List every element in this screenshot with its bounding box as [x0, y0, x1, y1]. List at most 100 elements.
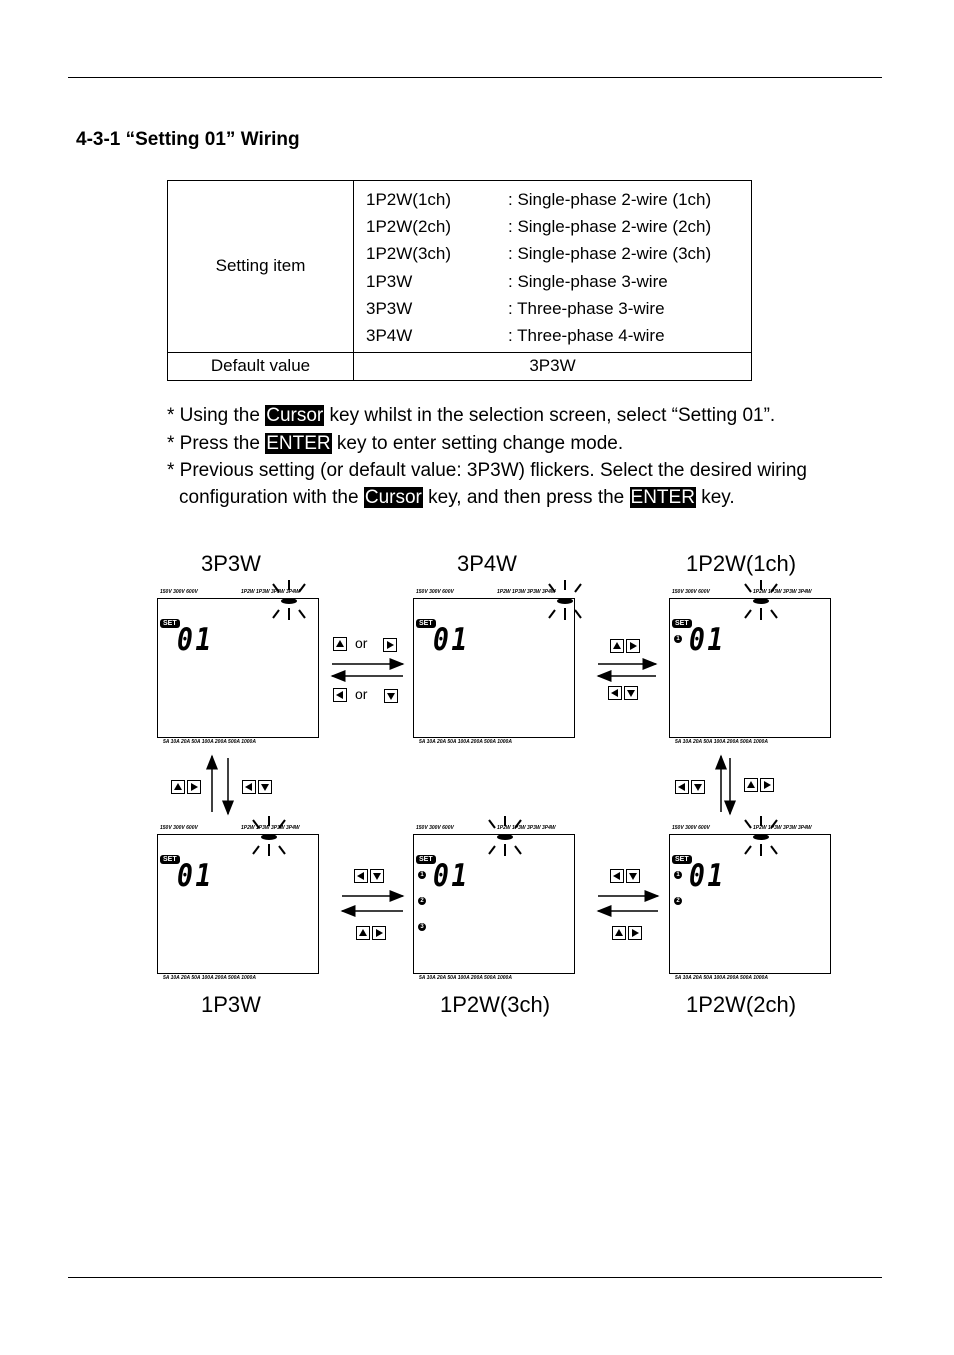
channel-3-indicator: 3 — [418, 923, 426, 931]
setting-options: 1P2W(1ch) : Single-phase 2-wire (1ch) 1P2… — [353, 180, 752, 353]
left-key-icon — [242, 780, 256, 794]
key-group-left — [333, 688, 347, 702]
voltage-scale: 150V 300V 600V — [416, 589, 454, 595]
lcd-1p2w-2ch: 150V 300V 600V 1P2W 1P3W 3P3W 3P4W SET 1… — [669, 816, 831, 984]
mode-label-1p3w: 1P3W — [201, 992, 261, 1017]
lcd-screen — [413, 598, 575, 738]
lcd-digits: 01 — [177, 622, 214, 658]
lcd-digits: 01 — [177, 858, 214, 894]
key-group-up-right — [356, 926, 386, 940]
key-group-left-down — [608, 686, 638, 700]
enter-key-label: ENTER — [629, 487, 696, 508]
option-desc: : Single-phase 2-wire (1ch) — [508, 189, 712, 209]
option-row: 3P4W : Three-phase 4-wire — [366, 322, 751, 349]
lcd-digits: 01 — [689, 858, 726, 894]
channel-1-indicator: 1 — [674, 635, 682, 643]
right-key-icon — [628, 926, 642, 940]
lcd-screen — [157, 834, 319, 974]
up-key-icon — [356, 926, 370, 940]
mode-label-3p3w: 3P3W — [201, 551, 261, 576]
channel-1-indicator: 1 — [674, 871, 682, 879]
option-code: 3P3W — [366, 298, 413, 318]
current-scale: 5A 10A 20A 50A 100A 200A 500A 1000A — [675, 739, 768, 745]
down-key-icon — [626, 869, 640, 883]
lcd-3p4w: 150V 300V 600V 1P2W 1P3W 3P3W 3P4W SET 0… — [413, 580, 582, 748]
set-badge: SET — [160, 855, 180, 864]
right-key-icon — [187, 780, 201, 794]
down-key-icon — [624, 686, 638, 700]
left-key-icon — [675, 780, 689, 794]
mode-label-1p2w-3ch: 1P2W(3ch) — [440, 992, 551, 1017]
option-desc: : Three-phase 3-wire — [508, 298, 665, 318]
lcd-3p3w: 150V 300V 600V 1P2W 1P3W 3P3W 3P4W SET 0… — [157, 580, 319, 748]
up-key-icon — [171, 780, 185, 794]
lcd-1p2w-1ch: 150V 300V 600V 1P2W 1P3W 3P3W 3P4W SET 1… — [669, 580, 831, 748]
set-badge: SET — [160, 619, 180, 628]
cursor-key-label: Cursor — [363, 487, 423, 508]
key-group-right — [383, 638, 397, 652]
lcd-digits: 01 — [433, 622, 470, 658]
option-row: 3P3W : Three-phase 3-wire — [366, 295, 751, 322]
mode-label-3p4w: 3P4W — [457, 551, 517, 576]
voltage-scale: 150V 300V 600V — [160, 589, 198, 595]
option-row: 1P2W(1ch) : Single-phase 2-wire (1ch) — [366, 186, 751, 213]
current-scale: 5A 10A 20A 50A 100A 200A 500A 1000A — [419, 739, 512, 745]
lcd-1p3w: 150V 300V 600V 1P2W 1P3W 3P3W 3P4W SET 0… — [157, 816, 319, 984]
key-group-left-down — [354, 869, 384, 883]
voltage-scale: 150V 300V 600V — [672, 589, 710, 595]
cursor-key-label: Cursor — [265, 405, 325, 426]
lcd-screen — [157, 598, 319, 738]
blink-icon — [744, 580, 778, 620]
lcd-screen — [413, 834, 575, 974]
wiring-scale: 1P2W 1P3W 3P3W 3P4W — [753, 825, 812, 831]
option-row: 1P3W: Single-phase 3-wire — [366, 268, 751, 295]
voltage-scale: 150V 300V 600V — [160, 825, 198, 831]
right-key-icon — [372, 926, 386, 940]
note-1: * Using the Cursor key whilst in the sel… — [167, 405, 776, 426]
channel-2-indicator: 2 — [418, 897, 426, 905]
right-key-icon — [626, 639, 640, 653]
blink-icon — [488, 816, 522, 856]
lcd-screen — [669, 834, 831, 974]
option-row: 1P2W(3ch) : Single-phase 2-wire (3ch) — [366, 241, 751, 268]
lcd-screen — [669, 598, 831, 738]
current-scale: 5A 10A 20A 50A 100A 200A 500A 1000A — [419, 975, 512, 981]
option-code: 1P2W(1ch) — [366, 189, 452, 209]
note-3: * Previous setting (or default value: 3P… — [167, 460, 807, 481]
current-scale: 5A 10A 20A 50A 100A 200A 500A 1000A — [675, 975, 768, 981]
note-3-cont: configuration with the Cursor key, and t… — [179, 487, 735, 508]
down-key-icon — [370, 869, 384, 883]
channel-2-indicator: 2 — [674, 897, 682, 905]
wiring-scale: 1P2W 1P3W 3P3W 3P4W — [497, 589, 556, 595]
down-key-icon — [258, 780, 272, 794]
default-value-label: Default value — [167, 351, 354, 381]
up-key-icon — [612, 926, 626, 940]
lcd-1p2w-3ch: 150V 300V 600V 1P2W 1P3W 3P3W 3P4W SET 1… — [413, 816, 575, 984]
note-2: * Press the ENTER key to enter setting c… — [167, 433, 624, 454]
enter-key-label: ENTER — [265, 433, 332, 454]
default-value: 3P3W — [353, 351, 752, 381]
key-group-left-down — [675, 780, 705, 794]
top-rule — [68, 77, 882, 78]
up-key-icon — [333, 637, 347, 651]
option-desc: : Single-phase 2-wire (2ch) — [508, 216, 712, 236]
blink-icon — [272, 580, 306, 620]
option-code: 3P4W — [366, 326, 413, 346]
key-group-up-right — [171, 780, 201, 794]
set-badge: SET — [672, 855, 692, 864]
option-desc: : Three-phase 4-wire — [508, 326, 665, 346]
set-badge: SET — [672, 619, 692, 628]
left-key-icon — [610, 869, 624, 883]
left-key-icon — [608, 686, 622, 700]
voltage-scale: 150V 300V 600V — [416, 825, 454, 831]
right-key-icon — [383, 638, 397, 652]
option-row: 1P2W(2ch) : Single-phase 2-wire (2ch) — [366, 213, 751, 240]
wiring-scale: 1P2W 1P3W 3P3W 3P4W — [753, 589, 812, 595]
option-code: 1P2W(2ch) — [366, 216, 452, 236]
key-group-left-down — [242, 780, 272, 794]
lcd-digits: 01 — [433, 858, 470, 894]
wiring-scale: 1P2W 1P3W 3P3W 3P4W — [241, 589, 300, 595]
option-desc: : Single-phase 2-wire (3ch) — [508, 244, 712, 264]
option-code: 1P2W(3ch) — [366, 244, 452, 264]
option-code: 1P3W — [366, 271, 413, 291]
